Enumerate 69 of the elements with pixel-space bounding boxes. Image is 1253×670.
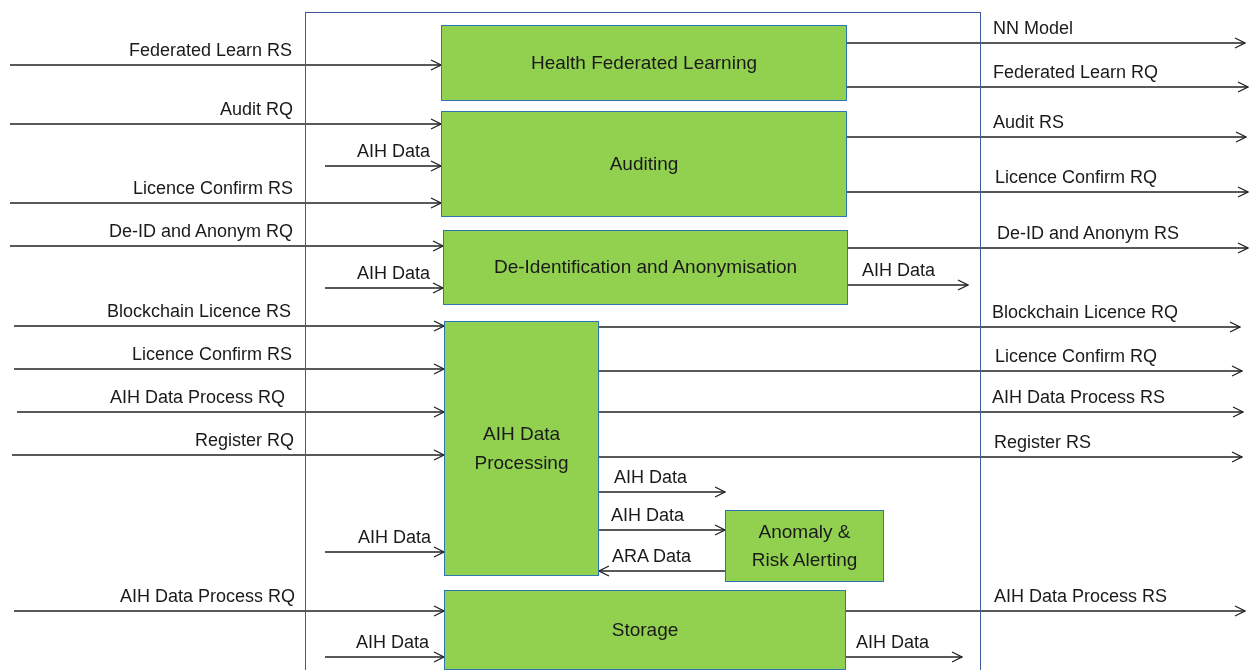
edge-label: AIH Data: [856, 631, 930, 653]
process-box: [443, 230, 848, 305]
box-label: AIH Data Processing: [473, 422, 570, 475]
arrow: [9, 240, 444, 252]
edge-label: ARA Data: [612, 545, 692, 567]
edge-label: Licence Confirm RS: [132, 177, 293, 199]
arrow: [324, 160, 442, 172]
arrow: [9, 118, 442, 130]
arrow: [845, 605, 1246, 617]
box-label: Auditing: [609, 151, 679, 176]
edge-label: Federated Learn RQ: [993, 61, 1159, 83]
arrow: [847, 279, 969, 291]
arrow: [845, 651, 963, 663]
edge-label: AIH Data: [862, 259, 936, 281]
arrow: [598, 486, 726, 498]
arrow: [16, 406, 445, 418]
arrow: [13, 605, 445, 617]
arrow: [847, 242, 1249, 254]
boundary-box: [305, 12, 981, 670]
edge-label: AIH Data: [614, 466, 688, 488]
arrow: [9, 59, 442, 71]
edge-label: Register RS: [994, 431, 1092, 453]
edge-label: AIH Data: [357, 526, 431, 548]
arrow: [324, 282, 444, 294]
arrow: [846, 37, 1246, 49]
arrow: [598, 406, 1244, 418]
box-label: De-Identification and Anonymisation: [493, 255, 798, 280]
edge-label: AIH Data Process RQ: [109, 386, 285, 408]
arrow: [846, 186, 1249, 198]
arrow: [13, 363, 445, 375]
edge-label: Blockchain Licence RS: [106, 300, 291, 322]
edge-label: AIH Data Process RS: [994, 585, 1168, 607]
edge-label: Licence Confirm RQ: [995, 166, 1158, 188]
process-box: [444, 321, 599, 576]
edge-label: AIH Data: [356, 140, 430, 162]
process-box: [725, 510, 884, 582]
edge-label: AIH Data: [355, 631, 429, 653]
edge-label: De-ID and Anonym RQ: [108, 220, 293, 242]
arrow: [11, 449, 445, 461]
edge-label: NN Model: [993, 17, 1074, 39]
arrow: [324, 546, 445, 558]
arrow: [598, 565, 726, 577]
arrow: [846, 81, 1249, 93]
edge-label: De-ID and Anonym RS: [997, 222, 1180, 244]
box-label: Storage: [611, 617, 679, 642]
arrow: [598, 451, 1243, 463]
edge-label: AIH Data Process RS: [992, 386, 1166, 408]
arrow: [598, 524, 726, 536]
arrow: [9, 197, 442, 209]
edge-label: Audit RQ: [219, 98, 293, 120]
arrow: [598, 365, 1243, 377]
edge-label: Licence Confirm RQ: [995, 345, 1158, 367]
edge-label: AIH Data Process RQ: [119, 585, 295, 607]
arrow: [13, 320, 445, 332]
edge-label: Audit RS: [993, 111, 1065, 133]
edge-label: AIH Data: [356, 262, 430, 284]
edge-label: Register RQ: [194, 429, 294, 451]
edge-label: AIH Data: [611, 504, 685, 526]
arrow: [324, 651, 445, 663]
edge-label: Licence Confirm RS: [131, 343, 292, 365]
arrow: [598, 321, 1241, 333]
process-box: [444, 590, 846, 670]
edge-label: Federated Learn RS: [128, 39, 292, 61]
process-box: [441, 111, 847, 217]
process-box: [441, 25, 847, 101]
box-label: Anomaly & Risk Alerting: [750, 519, 859, 572]
box-label: Health Federated Learning: [530, 50, 757, 75]
arrow: [846, 131, 1247, 143]
edge-label: Blockchain Licence RQ: [992, 301, 1179, 323]
